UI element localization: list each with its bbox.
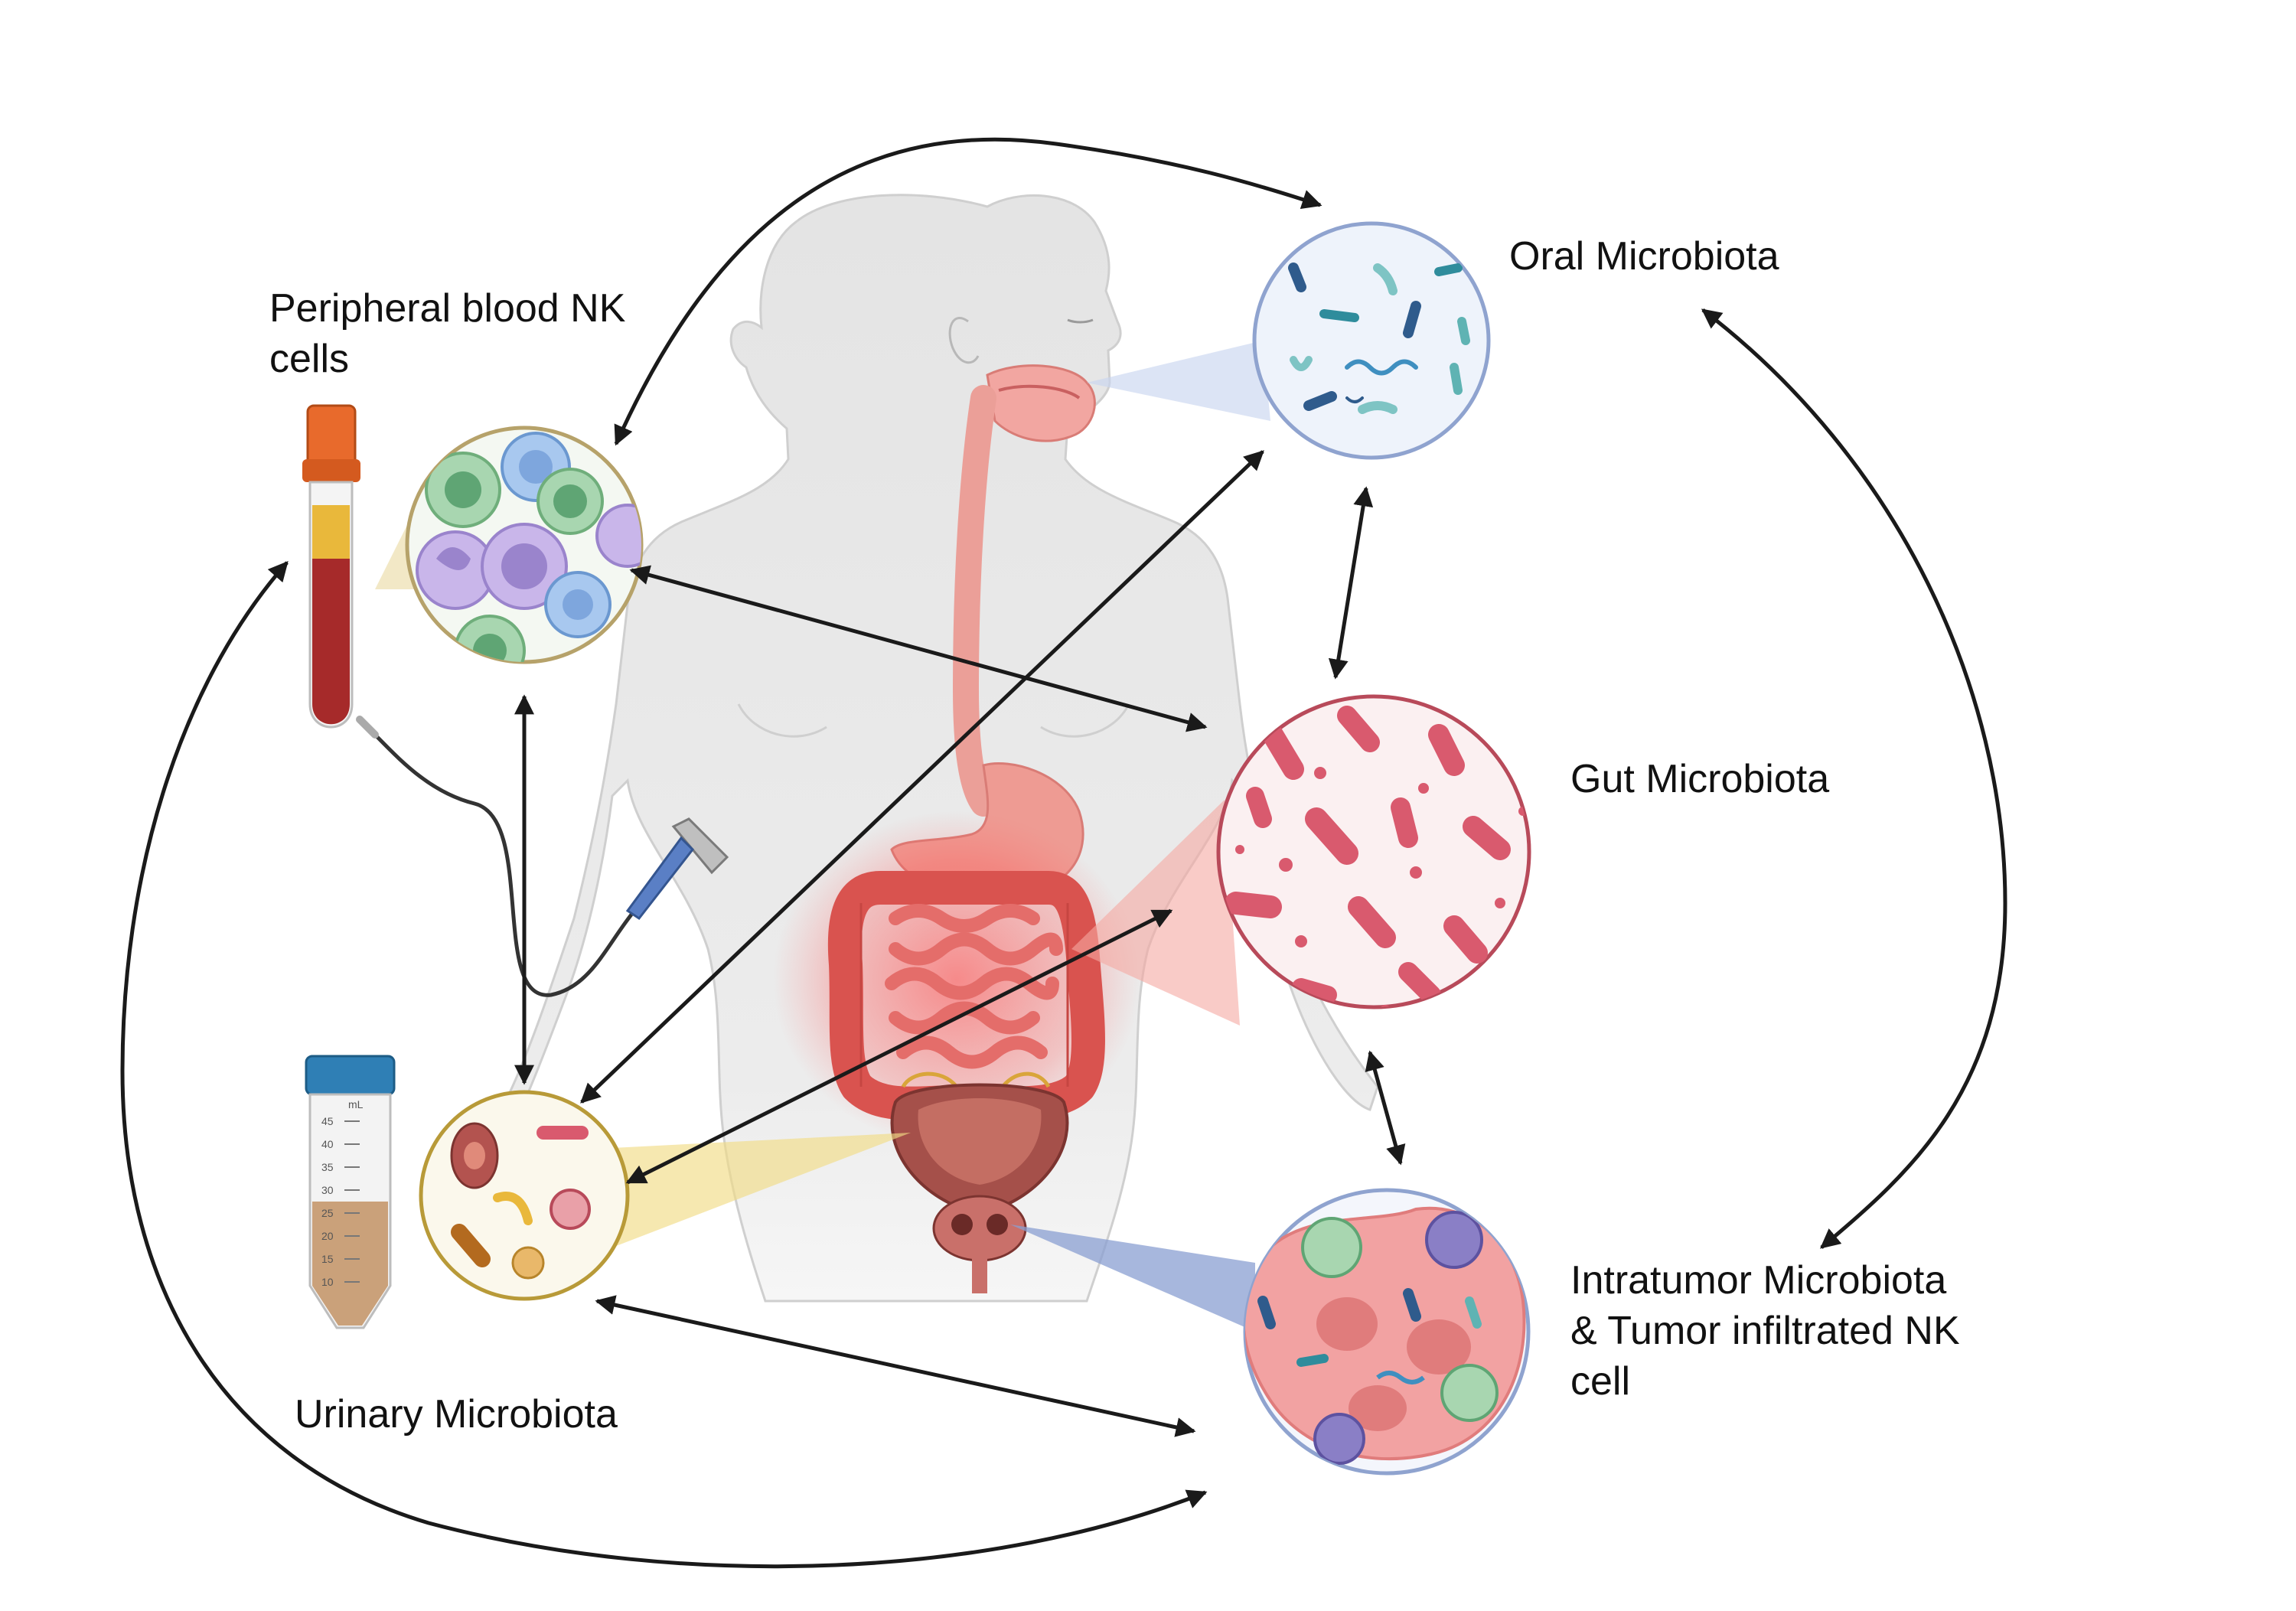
tube-scale-40: 40 (321, 1138, 334, 1150)
tube-scale-25: 25 (321, 1207, 334, 1219)
tube-scale-ml: mL (348, 1098, 364, 1110)
peripheral-blood-circle (405, 426, 644, 664)
arrows (120, 137, 2007, 1569)
label-peripheral-blood-line2: cells (269, 337, 350, 381)
tube-scale-20: 20 (321, 1230, 334, 1242)
oral-cone (1087, 341, 1270, 421)
label-intratumor-line2: & Tumor infiltrated NK (1570, 1309, 1960, 1353)
label-peripheral-blood: Peripheral blood NK cells (269, 283, 625, 384)
arrow-oral-tumor (1701, 308, 2007, 1249)
blood-tube-icon (302, 404, 360, 729)
label-peripheral-blood-line1: Peripheral blood NK (269, 286, 626, 331)
arrow-oral-gut (1328, 486, 1374, 680)
label-urinary-microbiota: Urinary Microbiota (295, 1392, 618, 1437)
arrow-blood-oral (614, 137, 1322, 446)
arrow-urinary-tumor (595, 1295, 1196, 1437)
tube-scale-15: 15 (321, 1253, 334, 1265)
tube-scale-35: 35 (321, 1161, 334, 1173)
urine-cup-icon: mL 45 40 35 30 25 20 15 10 (305, 1055, 396, 1329)
tube-scale-30: 30 (321, 1184, 334, 1196)
gut-microbiota-circle (1216, 694, 1531, 1009)
arrow-blood-tumor (120, 561, 1208, 1569)
label-intratumor-line1: Intratumor Microbiota (1570, 1258, 1947, 1303)
oral-microbiota-circle (1252, 221, 1491, 460)
label-gut-microbiota: Gut Microbiota (1570, 757, 1830, 801)
label-oral-microbiota: Oral Microbiota (1509, 234, 1779, 279)
label-intratumor: Intratumor Microbiota & Tumor infiltrate… (1570, 1255, 1960, 1407)
label-intratumor-line3: cell (1570, 1359, 1631, 1404)
intratumor-circle (1243, 1188, 1531, 1476)
urinary-microbiota-circle (419, 1090, 630, 1301)
tube-scale-10: 10 (321, 1276, 334, 1288)
arrow-gut-tumor (1365, 1050, 1406, 1166)
tube-scale-45: 45 (321, 1115, 334, 1127)
